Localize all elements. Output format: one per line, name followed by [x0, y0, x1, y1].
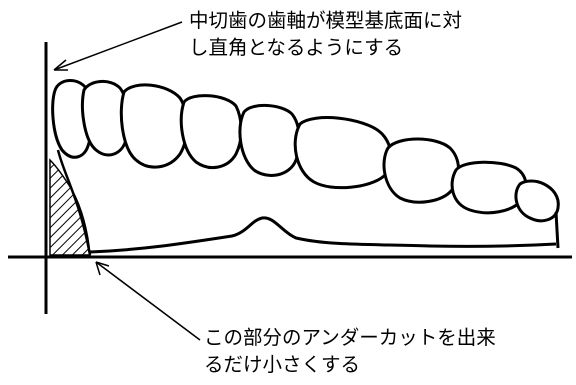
- teeth-row: [51, 79, 560, 223]
- bottom-annotation-line-2: るだけ小さくする: [204, 353, 361, 376]
- tooth-5: [238, 104, 301, 177]
- tooth-8: [450, 160, 528, 215]
- bottom-annotation-line-1: この部分のアンダーカットを出来: [204, 326, 496, 349]
- top-annotation: 中切歯の歯軸が模型基底面に対 し直角となるようにする: [189, 7, 462, 61]
- bottom-leader-arrow: [95, 261, 201, 341]
- model-back-wall: [554, 211, 560, 249]
- model-base-ridge: [89, 216, 557, 254]
- top-leader-arrow: [53, 21, 183, 71]
- tooth-4: [179, 94, 243, 170]
- tooth-7: [382, 137, 460, 204]
- tooth-6: [293, 116, 393, 190]
- top-annotation-line-1: 中切歯の歯軸が模型基底面に対: [189, 9, 463, 32]
- model-base-outline: [56, 149, 92, 256]
- tooth-9: [514, 179, 560, 223]
- top-annotation-line-2: し直角となるようにする: [189, 36, 404, 59]
- bottom-annotation: この部分のアンダーカットを出来 るだけ小さくする: [204, 324, 496, 378]
- undercut-hatched-region: [49, 158, 91, 256]
- tooth-3: [119, 83, 189, 169]
